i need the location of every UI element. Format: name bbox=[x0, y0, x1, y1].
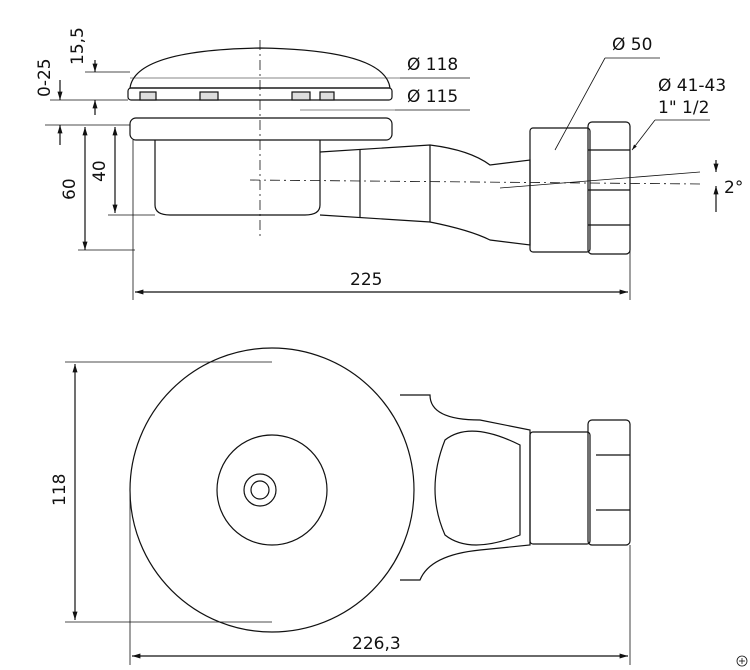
dim-60: 60 bbox=[60, 178, 80, 200]
dim-225: 225 bbox=[350, 270, 383, 290]
flange bbox=[129, 117, 393, 141]
dim-angle: 2° bbox=[724, 178, 744, 198]
nut bbox=[529, 127, 591, 253]
dim-0-25: 0-25 bbox=[35, 58, 55, 97]
top-view bbox=[65, 347, 748, 667]
dim-40: 40 bbox=[90, 160, 110, 182]
grate-circle bbox=[129, 347, 415, 633]
body bbox=[154, 140, 321, 216]
dim-15-5: 15,5 bbox=[68, 27, 88, 65]
side-view bbox=[45, 40, 719, 300]
dim-diameter-41-43: Ø 41-43 bbox=[658, 76, 727, 96]
coupling-nut bbox=[587, 121, 631, 255]
dim-diameter-118: Ø 118 bbox=[407, 55, 459, 75]
dim-226-3: 226,3 bbox=[352, 634, 401, 654]
dim-118: 118 bbox=[50, 473, 70, 506]
dim-diameter-115: Ø 115 bbox=[407, 87, 459, 107]
dim-diameter-50: Ø 50 bbox=[612, 35, 653, 55]
outlet-pipe bbox=[319, 144, 531, 246]
dim-thread: 1" 1/2 bbox=[658, 98, 710, 118]
